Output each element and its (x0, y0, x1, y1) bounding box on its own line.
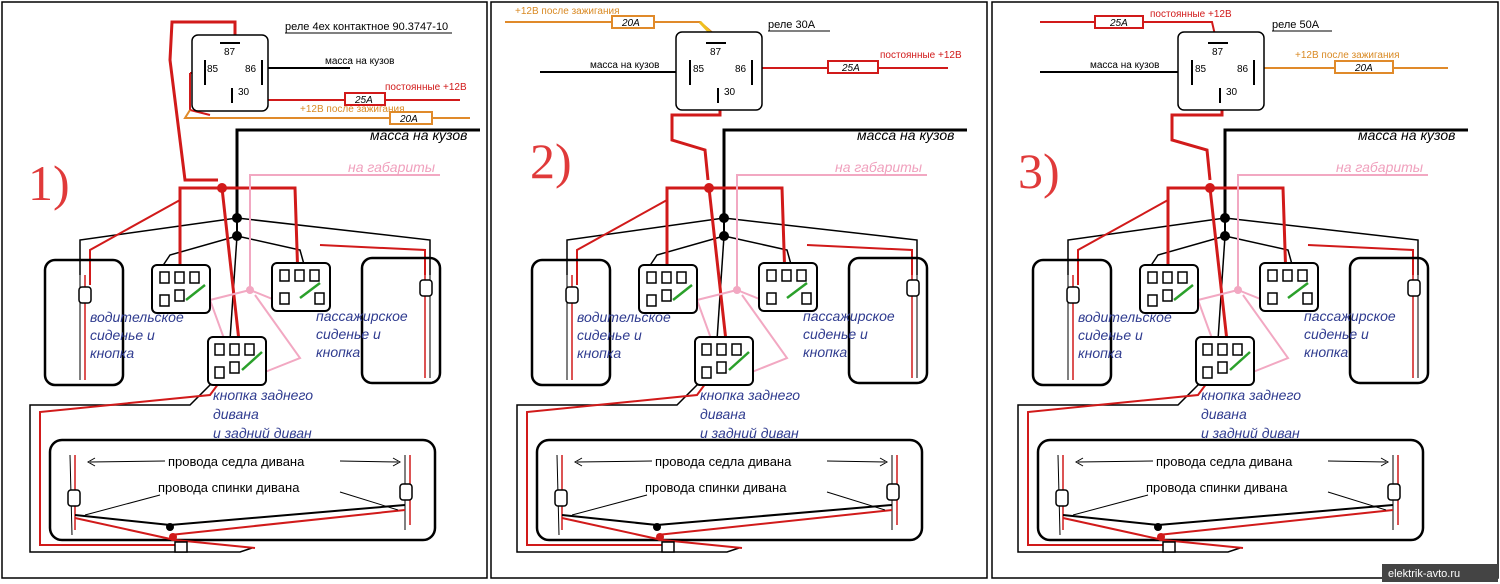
ignition-label: +12В после зажигания (300, 104, 405, 115)
relay-label: реле 50А (1272, 19, 1320, 31)
rear-label-2: дивана (1201, 406, 1247, 422)
panel-3: 87 85 86 30 реле 50А масса на кузов пост… (1018, 9, 1448, 199)
driver-label-2: сиденье и (90, 327, 155, 343)
constant-fuse: 25А (354, 95, 373, 106)
driver-label-3: кнопка (1078, 345, 1122, 361)
driver-label-3: кнопка (577, 345, 621, 361)
passenger-label-1: пассажирское (316, 308, 408, 324)
pin-30: 30 (1226, 87, 1238, 98)
rear-label-1: кнопка заднего (700, 387, 800, 403)
labels-2: масса на кузов на габариты водительское … (577, 127, 955, 495)
ignition-fuse: 20А (399, 114, 418, 125)
labels-1: масса на кузов на габариты водительское … (90, 127, 468, 495)
rear-label-1: кнопка заднего (1201, 387, 1301, 403)
pin-85: 85 (207, 64, 219, 75)
constant-label: постоянные +12В (1150, 9, 1232, 20)
driver-label-2: сиденье и (1078, 327, 1143, 343)
marker-label: на габариты (835, 159, 923, 175)
passenger-label-3: кнопка (1304, 344, 1348, 360)
pin-87: 87 (1212, 47, 1224, 58)
marker-label: на габариты (1336, 159, 1424, 175)
pin-87: 87 (224, 47, 236, 58)
rear-label-2: дивана (213, 406, 259, 422)
relay-label: реле 30А (768, 19, 816, 31)
pin-86: 86 (1237, 64, 1249, 75)
back-wires-label: провода спинки дивана (645, 480, 787, 495)
passenger-label-1: пассажирское (1304, 308, 1396, 324)
passenger-label-2: сиденье и (1304, 326, 1369, 342)
rear-label-3: и задний диван (700, 425, 799, 441)
pin-86: 86 (735, 64, 747, 75)
back-wires-label: провода спинки дивана (1146, 480, 1288, 495)
panel-number: 1) (28, 155, 70, 211)
constant-fuse: 25А (1109, 18, 1128, 29)
pin-30: 30 (724, 87, 736, 98)
relay-box (675, 31, 763, 111)
mass-label: масса на кузов (1358, 127, 1456, 143)
panel-frame-2 (490, 1, 988, 579)
rear-label-3: и задний диван (213, 425, 312, 441)
driver-label-2: сиденье и (577, 327, 642, 343)
driver-label-1: водительское (577, 309, 671, 325)
panel-number: 3) (1018, 143, 1060, 199)
seat-wires-label: провода седла дивана (1156, 454, 1293, 469)
seat-wires-label: провода седла дивана (168, 454, 305, 469)
driver-label-1: водительское (1078, 309, 1172, 325)
relay-mass-label: масса на кузов (590, 60, 659, 71)
passenger-label-1: пассажирское (803, 308, 895, 324)
rear-label-2: дивана (700, 406, 746, 422)
seat-wires-label: провода седла дивана (655, 454, 792, 469)
passenger-label-3: кнопка (316, 344, 360, 360)
driver-label-1: водительское (90, 309, 184, 325)
ignition-fuse: 20А (621, 18, 640, 29)
relay-box (191, 34, 269, 112)
watermark: elektrik-avto.ru (1388, 568, 1460, 580)
watermark-bg (1382, 564, 1498, 582)
relay-mass-label: масса на кузов (1090, 60, 1159, 71)
constant-label: постоянные +12В (880, 50, 962, 61)
pin-30: 30 (238, 87, 250, 98)
constant-label: постоянные +12В (385, 82, 467, 93)
ignition-label: +12В после зажигания (1295, 50, 1400, 61)
mass-label: масса на кузов (857, 127, 955, 143)
relay-mass-label: масса на кузов (325, 56, 394, 67)
marker-label: на габариты (348, 159, 436, 175)
panel-frame-3 (991, 1, 1499, 579)
panel-frame-1 (1, 1, 488, 579)
labels-3: масса на кузов на габариты водительское … (1078, 127, 1456, 495)
passenger-label-2: сиденье и (316, 326, 381, 342)
pin-85: 85 (693, 64, 705, 75)
ignition-label: +12В после зажигания (515, 6, 620, 17)
passenger-label-3: кнопка (803, 344, 847, 360)
relay-label: реле 4ех контактное 90.3747-10 (285, 21, 448, 33)
passenger-label-2: сиденье и (803, 326, 868, 342)
panel-1: 87 85 86 30 реле 4ех контактное 90.3747-… (28, 20, 470, 211)
relay-box (1177, 31, 1265, 111)
pin-85: 85 (1195, 64, 1207, 75)
back-wires-label: провода спинки дивана (158, 480, 300, 495)
panel-number: 2) (530, 133, 572, 189)
ignition-fuse: 20А (1354, 63, 1373, 74)
mass-label: масса на кузов (370, 127, 468, 143)
pin-86: 86 (245, 64, 257, 75)
constant-fuse: 25А (841, 63, 860, 74)
panel-2: 87 85 86 30 реле 30А масса на кузов пост… (505, 6, 962, 189)
rear-label-3: и задний диван (1201, 425, 1300, 441)
rear-label-1: кнопка заднего (213, 387, 313, 403)
pin-87: 87 (710, 47, 722, 58)
driver-label-3: кнопка (90, 345, 134, 361)
